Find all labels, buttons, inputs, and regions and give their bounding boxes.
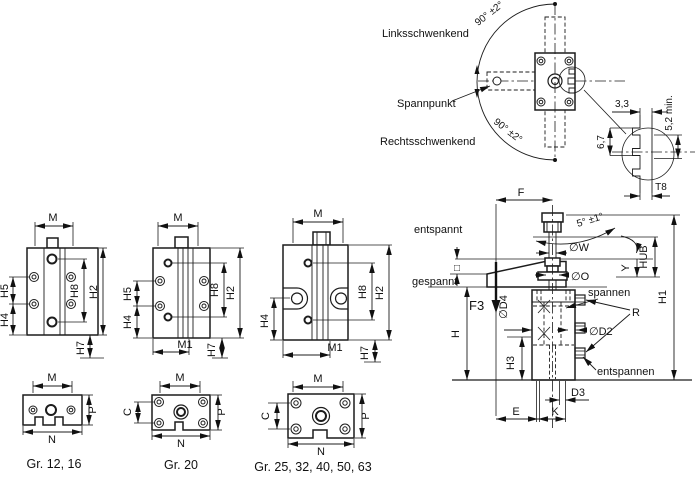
dim-h8: H8 [357,285,369,299]
dim-p: P [216,408,228,415]
dim-h8: H8 [209,283,221,297]
dim-m: M [313,208,322,220]
dim-h8: H8 [69,284,81,298]
dim-f: F [518,187,525,199]
dim-m: M [48,212,57,224]
dim-k: K [551,406,559,418]
label-linksschwenkend: Linksschwenkend [382,28,469,40]
dim-n: N [177,438,185,450]
dim-do: ∅O [571,271,590,283]
caption-gr20: Gr. 20 [164,458,198,472]
clamp-arm-dashed [486,71,536,91]
dim-dw: ∅W [569,242,590,254]
section-view: F F3 entspannt gespannt □ 5° ±1° ∅W ∅O Y… [412,187,692,428]
dim-n: N [317,446,325,458]
dim-6-7: 6,7 [596,135,607,149]
dim-dd4: ∅D4 [498,295,510,319]
label-entspannt: entspannt [414,224,462,236]
bottom-view-gr20: M C P N Gr. 20 [122,372,228,472]
dim-h4: H4 [259,314,271,328]
label-spannen: spannen [588,287,630,299]
swing-plan-view: Linksschwenkend 90° ±2° Spannpunkt Recht… [380,0,627,162]
label-angle-lower: 90° ±2° [491,117,524,146]
dim-dd2: ∅D2 [589,326,613,338]
side-view-gr20: M H5 H4 H8 H2 M1 H7 [122,212,244,359]
dim-h7: H7 [75,341,87,355]
dim-p: P [87,406,99,413]
side-view-gr12-16: M H5 H4 H8 H2 H7 [0,212,107,359]
dim-t8: T8 [655,182,667,193]
dim-e: E [512,406,519,418]
dim-h2: H2 [88,285,100,299]
dim-m: M [313,373,322,385]
dim-5-2-min: 5,2 min. [664,95,675,131]
caption-gr25-63: Gr. 25, 32, 40, 50, 63 [254,460,371,474]
dim-m1: M1 [177,339,192,351]
label-rechtsschwenkend: Rechtsschwenkend [380,136,475,148]
force-arrow [491,300,501,313]
dim-angle5: 5° ±1° [576,211,605,230]
dim-c: C [122,408,134,416]
port-d2 [574,322,586,334]
caption-gr12-16: Gr. 12, 16 [27,457,82,471]
dim-h: H [450,330,462,338]
dim-square: □ [454,263,460,274]
dim-3-3: 3,3 [615,99,629,110]
label-gespannt: gespannt [412,276,457,288]
dim-h3: H3 [505,356,517,370]
label-spannpunkt: Spannpunkt [397,98,456,110]
dim-c: C [260,412,272,420]
dim-n: N [48,434,56,446]
dim-m: M [175,372,184,384]
bottom-view-gr12-16: M P N Gr. 12, 16 [22,372,99,471]
dim-h2: H2 [225,286,237,300]
dim-h1: H1 [657,290,669,304]
cylinder-body [531,289,576,381]
dim-y: Y [620,264,632,272]
spannpunkt-marker [492,76,502,86]
port-entspannen [574,347,586,359]
label-angle-upper: 90° ±2° [473,0,506,29]
dim-m: M [47,372,56,384]
label-r: R [632,307,640,319]
side-view-gr25-63: M H4 H8 H2 M1 H7 [259,208,392,363]
t-slot-detail-view: 3,3 6,7 5,2 min. T8 [596,95,695,200]
dim-h4: H4 [122,315,134,329]
dim-h7: H7 [359,346,371,360]
dim-h4: H4 [0,313,11,327]
bottom-view-gr25-63: M C P N Gr. 25, 32, 40, 50, 63 [254,373,372,474]
dim-m: M [173,212,182,224]
label-entspannen: entspannen [597,366,655,378]
label-f3: F3 [469,298,484,313]
dim-h5: H5 [0,284,11,298]
dim-h2: H2 [374,286,386,300]
dim-d3: D3 [571,387,585,399]
dim-m1: M1 [327,342,342,354]
dim-hub: HUB [638,245,650,268]
detail-callout-circle [558,66,586,94]
swing-arc [476,3,556,161]
port-spannen [574,294,586,306]
dim-h7: H7 [206,343,218,357]
dim-p: P [360,412,372,419]
dim-h5: H5 [122,287,134,301]
